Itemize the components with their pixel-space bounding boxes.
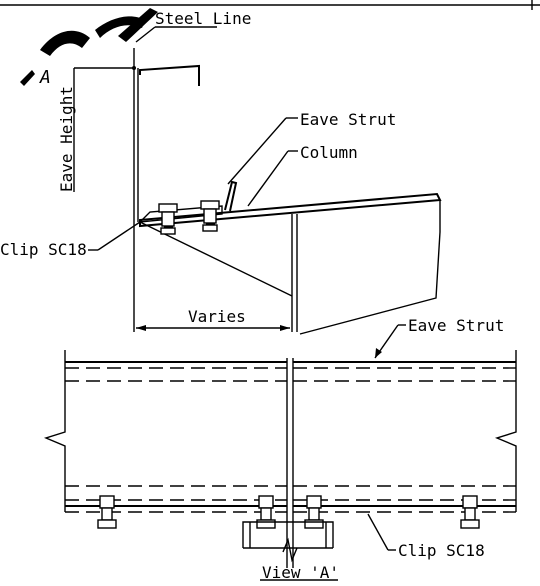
watermark-graphic [20, 8, 158, 86]
clip-leader [97, 221, 141, 251]
clip-plate [138, 205, 223, 223]
corner-mark-label: A [39, 67, 51, 88]
bolt-elevation-1 [97, 495, 117, 529]
clip-view-leader [367, 513, 389, 551]
clip-label-view: Clip SC18 [398, 541, 485, 560]
dim-point [132, 66, 136, 70]
varies-label: Varies [188, 307, 246, 326]
break-line-left [43, 350, 66, 512]
bolt-elevation-4 [460, 495, 480, 529]
eave-strut-view-arrow [375, 348, 382, 358]
break-line-right [494, 350, 517, 512]
bolt-section-2 [200, 200, 220, 232]
view-title: View 'A' [262, 563, 339, 581]
bolt-elevation-3 [304, 495, 324, 529]
varies-arrow-right [280, 325, 290, 331]
rafter-top-flange [139, 192, 442, 228]
steel-line-label: Steel Line [155, 9, 251, 28]
clip-label-left: Clip SC18 [0, 240, 87, 259]
column-cap-outline [242, 521, 334, 548]
eave-strut-profile-top [139, 64, 200, 86]
bolt-elevation-2 [256, 495, 276, 529]
steel-line-leader [135, 26, 156, 43]
eave-height-label: Eave Height [57, 86, 76, 192]
column-label: Column [300, 143, 358, 162]
column-break-mark [282, 537, 298, 563]
varies-arrow-left [136, 325, 146, 331]
eave-strut-label-view: Eave Strut [408, 316, 504, 335]
eave-strut-label-top: Eave Strut [300, 110, 396, 129]
bolt-section-1 [158, 203, 178, 235]
eave-strut-leader [227, 117, 287, 185]
column-leader [247, 150, 289, 207]
eave-strut-leg [224, 180, 238, 212]
rafter-lower-outline [299, 200, 441, 335]
